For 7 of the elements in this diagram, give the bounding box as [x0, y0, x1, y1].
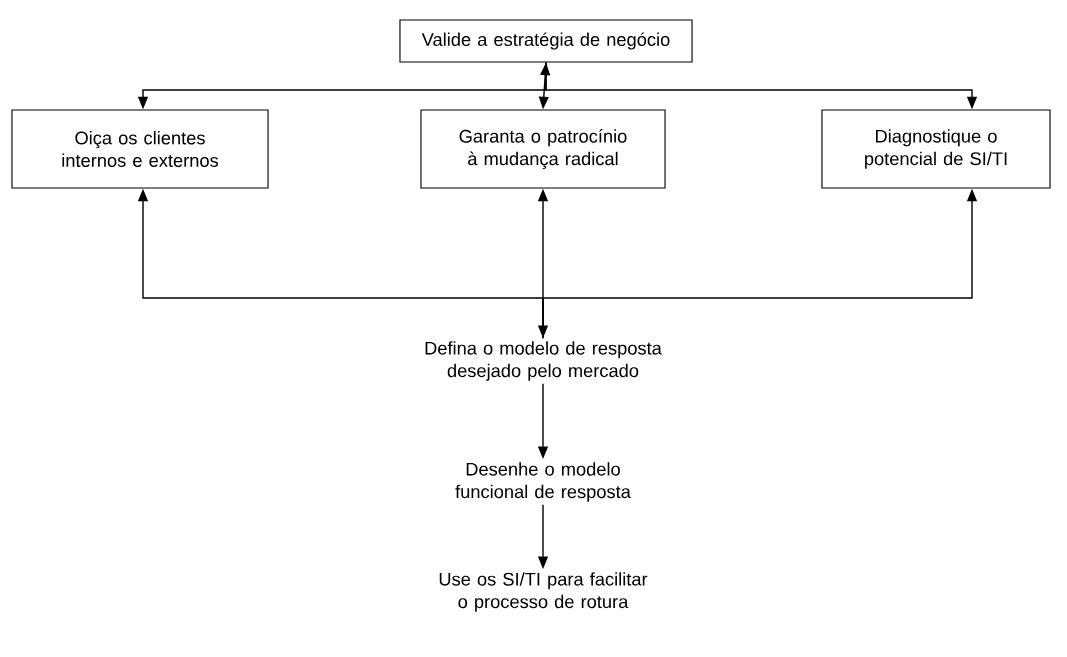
process-box: Valide a estratégia de negócio [399, 19, 693, 63]
process-box: Diagnostique o potencial de SI/TI [821, 109, 1051, 189]
step-text: Defina o modelo de resposta desejado pelo mercado [425, 341, 662, 381]
step-text: Use os SI/TI para facilitar o processo de rotura [439, 572, 648, 612]
step-text: Desenhe o modelo funcional de resposta [455, 462, 631, 502]
process-box: Oiça os clientes internos e externos [11, 109, 269, 189]
process-box: Garanta o patrocínio à mudança radical [420, 109, 666, 189]
